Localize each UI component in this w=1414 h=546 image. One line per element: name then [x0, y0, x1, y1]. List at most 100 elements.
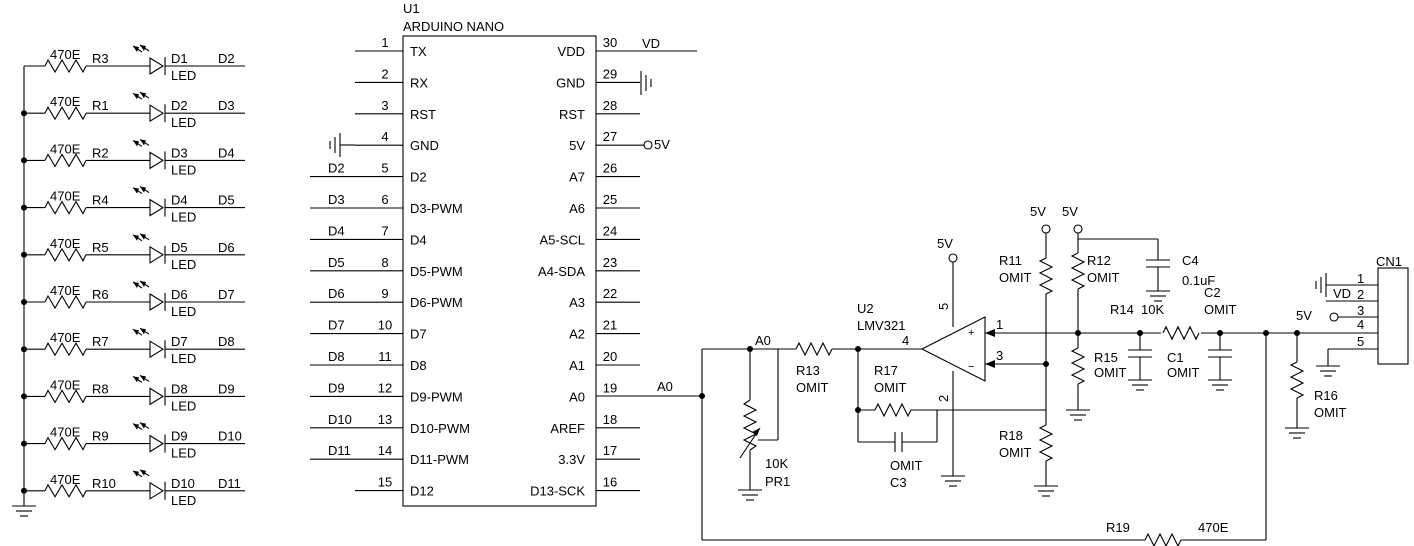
led-row-diode-ref: D3: [171, 145, 188, 160]
resistor-r11: [1038, 257, 1054, 295]
led-diode: [149, 434, 165, 453]
ground-symbol: [941, 475, 965, 487]
led-row-resistor-ref: R10: [92, 476, 116, 491]
pin-name: D9-PWM: [410, 389, 463, 404]
led-row-net: D9: [218, 381, 235, 396]
u1-5v-label: 5V: [654, 137, 670, 152]
led-row-diode-type: LED: [171, 304, 196, 319]
junction: [1043, 361, 1049, 367]
r18-ref: R18: [999, 428, 1023, 443]
u2-name: LMV321: [857, 318, 905, 333]
led-row-resistor-ref: R7: [92, 334, 109, 349]
led-row-net: D10: [218, 429, 242, 444]
led-diode: [149, 104, 165, 123]
led-row-resistor-value: 470E: [50, 47, 81, 62]
pin-name: RST: [559, 107, 585, 122]
u2-pin-out: 4: [902, 333, 909, 348]
r13-value: OMIT: [796, 380, 829, 395]
led-row-resistor-ref: R8: [92, 381, 109, 396]
junction: [1294, 330, 1300, 336]
u2-ref: U2: [857, 301, 874, 316]
pin-net: D3: [328, 192, 345, 207]
arduino-nano-u1: U1 ARDUINO NANO 1TX2RX3RST4GND5D2D26D3-P…: [310, 1, 697, 507]
junction: [1137, 330, 1143, 336]
resistor: [44, 58, 87, 74]
led-row-resistor-value: 470E: [50, 189, 81, 204]
u2-pin-vcc: 5: [936, 303, 951, 310]
led-row-diode-ref: D10: [171, 476, 195, 491]
pin-name: D10-PWM: [410, 421, 470, 436]
led-diode: [149, 198, 165, 217]
resistor: [44, 436, 87, 451]
net-label-a0-node: A0: [755, 333, 771, 348]
led-row-net: D3: [218, 98, 235, 113]
pin-name: A3: [569, 295, 585, 310]
pin-number: 22: [603, 286, 617, 301]
pin-name: D8: [410, 358, 427, 373]
pin-net: D6: [328, 286, 345, 301]
pin-name: GND: [556, 75, 585, 90]
pin-name: RX: [410, 75, 428, 90]
pin-number: 18: [603, 412, 617, 427]
supply-terminal: [948, 253, 958, 263]
led-row-diode-type: LED: [171, 210, 196, 225]
led-row-resistor-value: 470E: [50, 425, 81, 440]
pr1-ref: PR1: [765, 474, 790, 489]
ground-symbol: [640, 71, 652, 95]
u1-name: ARDUINO NANO: [403, 19, 504, 34]
r16-5v: 5V: [1296, 308, 1312, 323]
pin-number: 29: [603, 66, 617, 81]
r19-value: 470E: [1198, 520, 1229, 535]
capacitor-c1: [1128, 349, 1152, 358]
cn1-pin-4: 4: [1357, 317, 1364, 332]
pin-net: VD: [642, 36, 660, 51]
resistor-r13: [795, 341, 833, 357]
ground-symbol: [1315, 273, 1327, 297]
pin-name: A7: [569, 170, 585, 185]
r11-5v: 5V: [1030, 204, 1046, 219]
u1-right-pin: 173.3V: [558, 443, 640, 467]
u2-plus: +: [968, 327, 974, 339]
pin-number: 26: [603, 161, 617, 176]
u2-5v: 5V: [937, 236, 953, 251]
r18-value: OMIT: [999, 445, 1032, 460]
u2-pin-plus: 1: [996, 317, 1003, 332]
c1-ref: C1: [1167, 350, 1184, 365]
ground-symbol: [1285, 427, 1309, 439]
led-row-diode-ref: D1: [171, 51, 188, 66]
led-row-diode-ref: D5: [171, 240, 188, 255]
pr1-value: 10K: [765, 456, 788, 471]
pin-number: 11: [378, 349, 392, 364]
c2-value: OMIT: [1204, 302, 1237, 317]
led-row-resistor-ref: R3: [92, 51, 109, 66]
led-row-net: D11: [218, 476, 241, 491]
resistor: [44, 200, 87, 215]
pin-name: D6-PWM: [410, 295, 463, 310]
led-diode: [149, 57, 165, 75]
pin-name: A0: [569, 389, 585, 404]
r15-ref: R15: [1094, 350, 1118, 365]
pin-number: 1: [381, 35, 388, 50]
led-row-diode-type: LED: [171, 68, 196, 83]
pin-number: 24: [603, 223, 617, 238]
r12-value: OMIT: [1087, 270, 1120, 285]
r14-value: 10K: [1141, 302, 1164, 317]
pin-name: D11-PWM: [410, 452, 469, 467]
r17-ref: R17: [874, 363, 898, 378]
pin-number: 7: [381, 223, 388, 238]
led-row-diode-type: LED: [171, 398, 196, 413]
led-row-net: D4: [218, 145, 235, 160]
cn1-pin-5: 5: [1357, 334, 1364, 349]
amplifier-section: A0 R19 470E A0 10K PR1: [596, 204, 1409, 546]
led-row-resistor-ref: R6: [92, 287, 109, 302]
c1-value: OMIT: [1167, 365, 1200, 380]
